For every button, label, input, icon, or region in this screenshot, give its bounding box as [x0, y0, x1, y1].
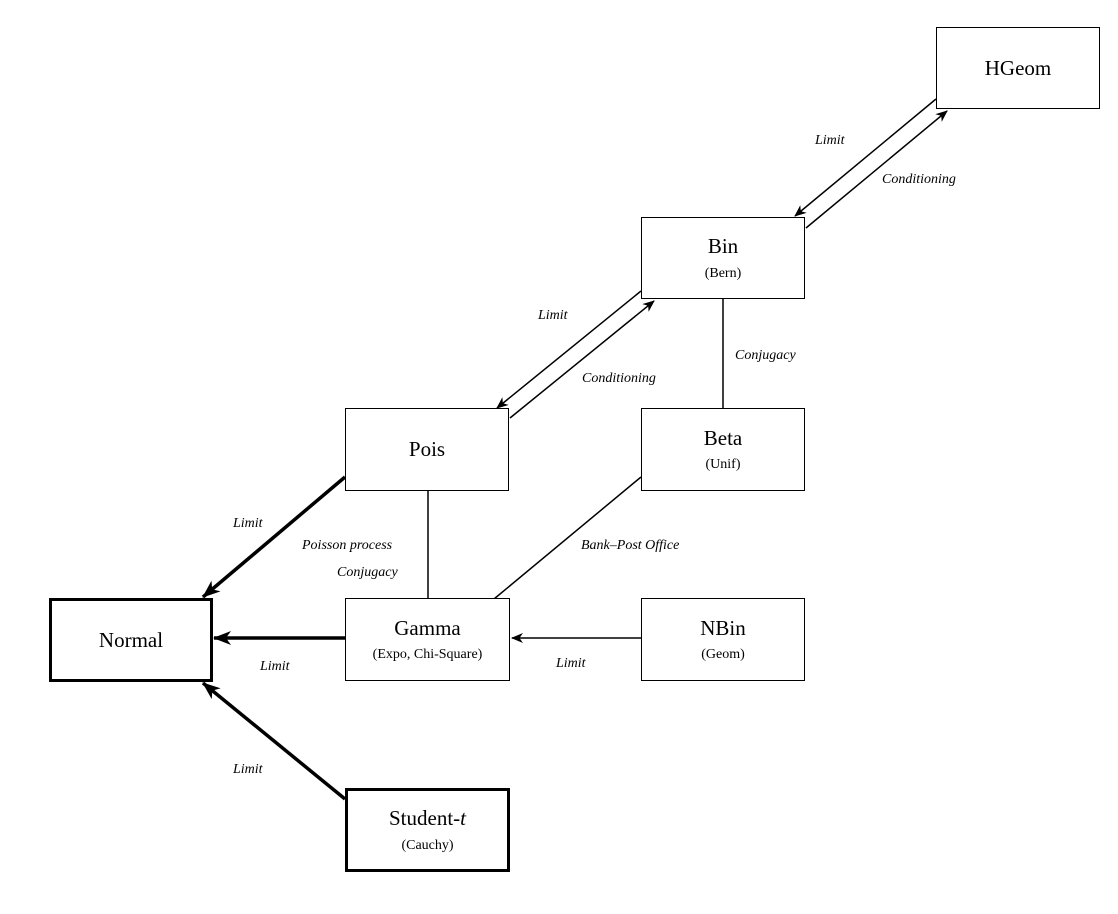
label-bin-hgeom-conditioning: Conditioning	[882, 172, 956, 187]
node-hgeom-name: HGeom	[984, 55, 1052, 80]
edge-hgeom-to-bin	[794, 98, 937, 217]
node-pois: Pois	[345, 408, 509, 491]
node-student-t-name: Student-t	[389, 806, 466, 830]
node-gamma-name: Gamma	[394, 615, 461, 640]
node-gamma: Gamma (Expo, Chi-Square)	[345, 598, 510, 681]
label-beta-gamma-bank: Bank–Post Office	[581, 538, 680, 553]
label-bin-beta-conjugacy: Conjugacy	[735, 348, 796, 363]
node-beta-sub: (Unif)	[705, 457, 741, 473]
node-normal-name: Normal	[98, 627, 164, 652]
edge-pois-to-bin	[509, 300, 655, 419]
node-student-t-prefix: Student-	[388, 806, 461, 831]
node-student-t-sub: (Cauchy)	[401, 837, 454, 853]
label-hgeom-bin-limit: Limit	[815, 133, 845, 148]
node-nbin-sub: (Geom)	[701, 647, 745, 663]
node-student-t: Student-t (Cauchy)	[345, 788, 510, 872]
node-normal: Normal	[49, 598, 213, 682]
label-bin-pois-limit: Limit	[538, 308, 568, 323]
label-student-normal-limit: Limit	[233, 762, 263, 777]
edge-student-to-normal	[201, 681, 347, 801]
label-pois-bin-conditioning: Conditioning	[582, 371, 656, 386]
edge-bin-to-hgeom	[805, 110, 948, 229]
node-beta-name: Beta	[703, 425, 743, 450]
node-pois-name: Pois	[408, 437, 446, 462]
node-nbin: NBin (Geom)	[641, 598, 805, 681]
label-pois-gamma-process: Poisson process	[302, 538, 393, 553]
node-nbin-name: NBin	[700, 615, 746, 640]
node-bin-name: Bin	[707, 234, 739, 259]
label-pois-normal-limit: Limit	[233, 516, 263, 531]
node-hgeom: HGeom	[936, 27, 1100, 109]
edge-bin-to-pois	[496, 290, 642, 409]
node-gamma-sub: (Expo, Chi-Square)	[372, 647, 483, 663]
edge-beta-gamma	[493, 476, 642, 600]
label-pois-gamma-conjugacy: Conjugacy	[337, 565, 398, 580]
node-student-t-var: t	[460, 806, 466, 831]
node-beta: Beta (Unif)	[641, 408, 805, 491]
node-bin-sub: (Bern)	[704, 265, 742, 281]
label-nbin-gamma-limit: Limit	[556, 656, 586, 671]
label-gamma-normal-limit: Limit	[260, 659, 290, 674]
node-bin: Bin (Bern)	[641, 217, 805, 299]
edge-pois-to-normal	[201, 475, 347, 599]
